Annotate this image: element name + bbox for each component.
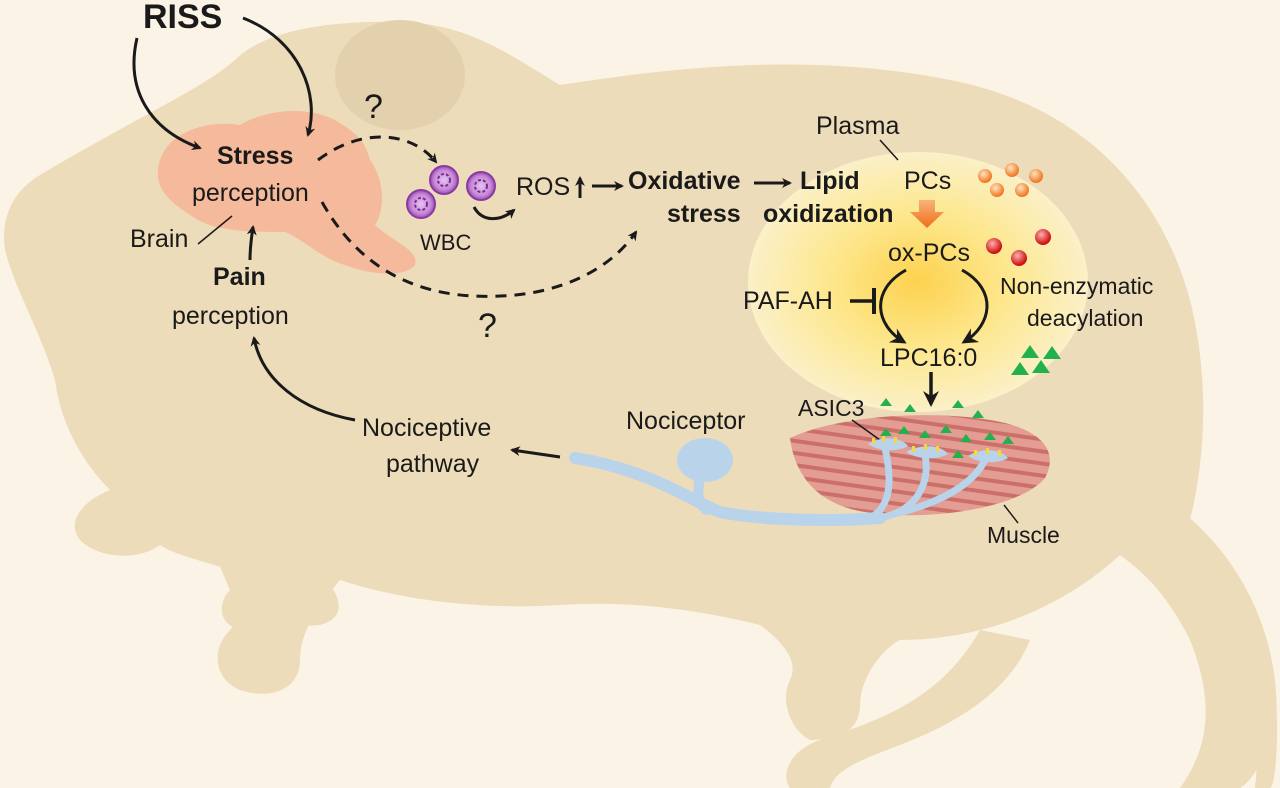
riss-label: RISS (143, 0, 222, 36)
pain-to-stress-arrow (246, 225, 257, 261)
nociceptor-soma (677, 438, 733, 482)
wbc-to-ros-arrow (472, 206, 516, 221)
nerve-branch (876, 451, 930, 522)
muscle-leader-line (1003, 504, 1019, 524)
lpc-molecule (919, 430, 931, 438)
plasma-glow (748, 152, 1088, 412)
deacylation-label: deacylation (1027, 305, 1143, 331)
oxidative-stress-label: stress (667, 200, 741, 228)
asic3-channels (872, 436, 1001, 456)
riss-arrow-left (132, 37, 202, 150)
lpc-molecule (880, 428, 892, 436)
lpc-label: LPC16:0 (880, 344, 977, 372)
non-enzymatic-label: Non-enzymatic (1000, 273, 1153, 299)
lpc-molecule (1043, 346, 1061, 359)
ox-pc-molecules (986, 229, 1051, 266)
paf-ah-label: PAF-AH (743, 287, 833, 315)
brain-shape (157, 110, 416, 274)
muscle-label: Muscle (987, 522, 1060, 548)
nociceptive-label: Nociceptive (362, 414, 491, 442)
ox-pcs-label: ox-PCs (888, 239, 970, 267)
lpc-molecule (960, 434, 972, 442)
pc-molecules (978, 163, 1043, 197)
pc-molecule (1005, 163, 1019, 177)
asic3-leader-line (851, 419, 881, 441)
muscle-tissue (790, 415, 1050, 516)
riss-arrow-right (242, 16, 316, 137)
ox-pc-molecule (1035, 229, 1051, 245)
stress-perception-label: perception (192, 179, 309, 207)
ox-pc-molecule (986, 238, 1002, 254)
nerve-branch (866, 444, 893, 522)
wbc-cell-icon (429, 165, 459, 195)
oxidation-fat-arrow (910, 200, 944, 228)
pc-molecule (978, 169, 992, 183)
brain-leader-line (197, 215, 233, 245)
lpc-molecule (904, 404, 916, 412)
lpc-molecule (952, 400, 964, 408)
brain-label: Brain (130, 225, 188, 253)
pain-perception-label: perception (172, 302, 289, 330)
dashed-arrow-to-wbc (317, 135, 438, 164)
lpc-molecule (898, 426, 910, 434)
plasma-label: Plasma (816, 112, 899, 140)
lpc-molecule (984, 432, 996, 440)
paf-ah-arrow (879, 268, 907, 344)
lpc-molecules (1011, 345, 1061, 375)
wbc-label: WBC (420, 230, 471, 255)
lipid-label: Lipid (800, 167, 860, 195)
oxidative-label: Oxidative (628, 167, 741, 195)
nociceptor-axon (569, 452, 886, 526)
wbc-cells (406, 165, 496, 219)
pathway-to-pain-arrow (250, 336, 356, 422)
oxidization-label: oxidization (763, 200, 894, 228)
lpc-molecule (1011, 362, 1029, 375)
ox-pc-molecule (1011, 250, 1027, 266)
nociceptor-to-pathway-arrow (510, 446, 561, 459)
non-enzymatic-arrow (961, 268, 989, 344)
lpc-molecule (1021, 345, 1039, 358)
question-mark-top: ? (364, 88, 383, 126)
pc-molecule (1029, 169, 1043, 183)
pc-molecule (990, 183, 1004, 197)
pathway-label: pathway (386, 450, 480, 478)
dashed-arrow-to-oxidative (320, 201, 638, 298)
lpc-molecule (972, 410, 984, 418)
lpc-molecule (1002, 436, 1014, 444)
nerve-branch (891, 456, 989, 518)
question-mark-bottom: ? (478, 307, 497, 345)
pc-molecule (1015, 183, 1029, 197)
lpc-molecule (940, 425, 952, 433)
nociceptor-label: Nociceptor (626, 407, 746, 435)
wbc-cell-icon (406, 189, 436, 219)
pain-label: Pain (213, 263, 266, 291)
plasma-leader-line (879, 139, 899, 161)
lpc-molecule (880, 398, 892, 406)
lpc-molecules-on-muscle (880, 398, 1014, 460)
asic3-label: ASIC3 (798, 395, 864, 421)
ros-label: ROS (516, 173, 570, 201)
stress-label: Stress (217, 142, 293, 170)
lpc-molecule (952, 450, 964, 458)
lpc-molecule (1032, 360, 1050, 373)
wbc-cell-icon (466, 171, 496, 201)
pcs-label: PCs (904, 167, 951, 195)
